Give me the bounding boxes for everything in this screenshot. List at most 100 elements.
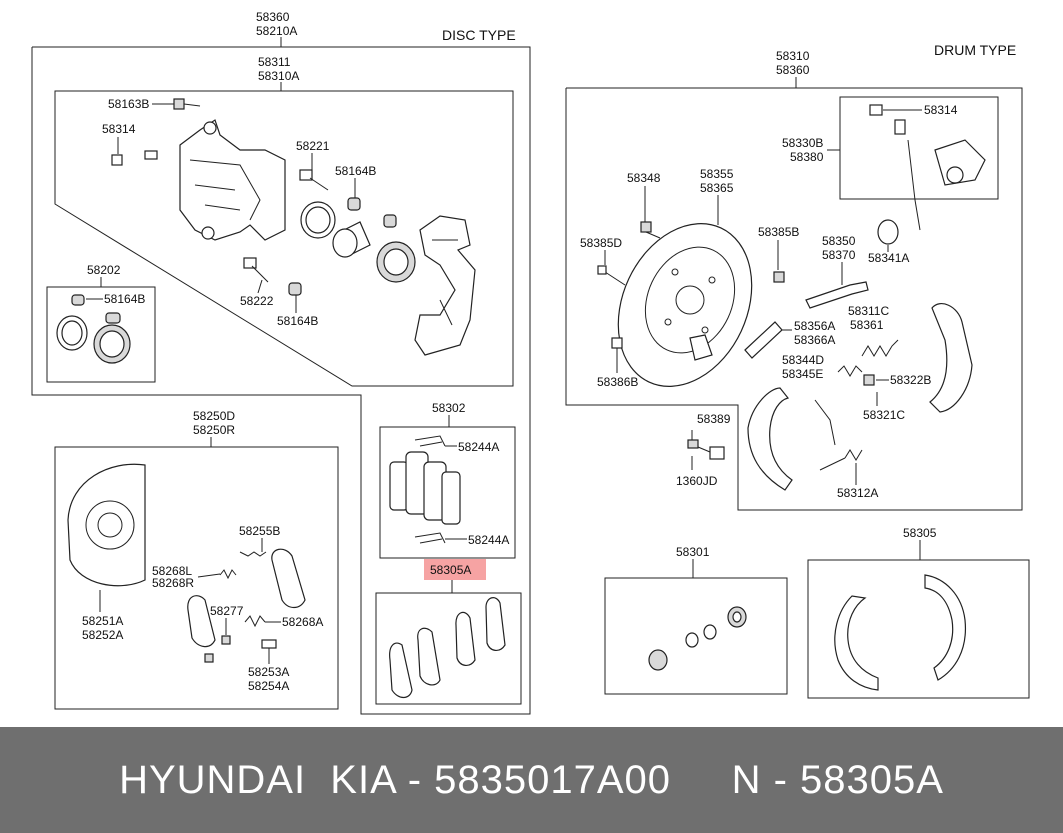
parking-retainer: [204, 653, 214, 663]
label-58301: 58301: [676, 545, 710, 559]
caliper-bracket: [414, 215, 476, 356]
piston-seal-ring: [300, 201, 336, 239]
label-58250D: 58250D: [193, 409, 235, 423]
caliper-frame: [54, 90, 514, 387]
label-1360JD: 1360JD: [676, 474, 718, 488]
boot-58164B-lower: [288, 282, 302, 296]
spring-58344D: [837, 365, 863, 377]
spring-58312A: [814, 399, 863, 471]
label-58221: 58221: [296, 139, 330, 153]
label-58210A: 58210A: [256, 24, 297, 38]
label-58268L: 58268L: [152, 564, 192, 578]
label-58252A: 58252A: [82, 628, 123, 642]
pad-clip-upper: [414, 435, 446, 447]
label-58385B: 58385B: [758, 225, 799, 239]
drum-shoe-right: [929, 303, 973, 413]
drum-type-group: DRUM TYPE 58310 58360 58314 58330B 58380…: [565, 42, 1023, 511]
label-58253A: 58253A: [248, 665, 289, 679]
label-58202: 58202: [87, 263, 121, 277]
label-58244A-lower: 58244A: [468, 533, 509, 547]
drum-backing-plate: [617, 223, 753, 387]
boot-58164B-upper: [347, 197, 397, 228]
part-number-banner: HYUNDAI KIA - 5835017A00 N - 58305A: [0, 727, 1063, 833]
parking-brake-frame: [54, 446, 339, 710]
drum-shoe-set-frame: [807, 559, 1030, 699]
drum-shoe-set: [834, 574, 967, 691]
drum-pin-58385D: [597, 265, 626, 286]
drum-plug-58385B: [773, 271, 785, 283]
label-58311: 58311: [258, 55, 291, 69]
highlight-58305A: [424, 559, 486, 580]
parking-spring-lower: [244, 615, 266, 628]
label-58389: 58389: [697, 412, 731, 426]
seal-kit-58202: [56, 294, 131, 364]
lever-58356A: [744, 321, 783, 359]
drum-frame: [565, 87, 1023, 511]
parking-brake-group: 58250D 58250R 58251A 58252A 58255B 58268…: [54, 409, 339, 710]
piston-boot: [376, 241, 416, 283]
label-58305A: 58305A: [430, 563, 471, 577]
label-58385D: 58385D: [580, 236, 622, 250]
label-58350: 58350: [822, 234, 856, 248]
wheel-cylinder-kit: [648, 606, 747, 671]
label-58164B-lower: 58164B: [277, 314, 318, 328]
label-58164B-upper: 58164B: [335, 164, 376, 178]
caliper-housing: [179, 119, 286, 241]
cylinder-bolt-set: [877, 139, 921, 245]
guide-pin-58221: [299, 169, 329, 191]
label-58361: 58361: [850, 318, 884, 332]
label-58222: 58222: [240, 294, 274, 308]
parking-pin: [221, 635, 231, 645]
label-58255B: 58255B: [239, 524, 280, 538]
shoe-kit-frame: [375, 592, 522, 705]
label-58268A: 58268A: [282, 615, 323, 629]
label-58163B: 58163B: [108, 97, 149, 111]
parking-backing-plate: [67, 463, 146, 587]
label-58341A: 58341A: [868, 251, 909, 265]
label-58302: 58302: [432, 401, 466, 415]
label-58321C: 58321C: [863, 408, 905, 422]
bolt-1360JD: [687, 439, 725, 460]
drum-plug-58386B: [611, 337, 623, 349]
label-58330B: 58330B: [782, 136, 823, 150]
label-58312A: 58312A: [837, 486, 878, 500]
drum-type-label: DRUM TYPE: [934, 42, 1016, 58]
label-58360-drum: 58360: [776, 63, 810, 77]
bolt-58163B: [173, 98, 201, 110]
wheel-cylinder-frame: [839, 96, 999, 200]
label-58360: 58360: [256, 10, 290, 24]
part-number-text: HYUNDAI KIA - 5835017A00 N - 58305A: [119, 757, 944, 802]
label-58345E: 58345E: [782, 367, 823, 381]
bleeder-drum-58314: [869, 104, 906, 135]
label-58254A: 58254A: [248, 679, 289, 693]
label-58370: 58370: [822, 248, 856, 262]
label-58355: 58355: [700, 167, 734, 181]
parts-diagram: DISC TYPE 58360 58210A 58311 58310A 5816…: [31, 10, 1030, 715]
adjuster-58350: [805, 281, 869, 309]
wheel-cylinder-kit-frame: [604, 577, 788, 695]
spring-58311C: [861, 339, 899, 357]
label-58356A: 58356A: [794, 319, 835, 333]
label-58310: 58310: [776, 49, 810, 63]
parking-spring-upper: [239, 551, 267, 557]
label-58365: 58365: [700, 181, 734, 195]
seal-kit-frame: [46, 286, 156, 383]
label-58244A-upper: 58244A: [458, 440, 499, 454]
retainer-58322B: [863, 374, 875, 386]
label-58386B: 58386B: [597, 375, 638, 389]
parking-adjuster: [261, 639, 277, 649]
parking-shoe-kit-58305A: [389, 597, 506, 699]
pad-clip-lower: [414, 532, 446, 544]
wheel-cylinder-kit-group: 58301: [604, 545, 788, 695]
bleeder-58314: [111, 150, 158, 166]
piston: [332, 221, 371, 258]
disc-type-label: DISC TYPE: [442, 27, 516, 43]
drum-bolt-58348: [640, 221, 661, 239]
label-58305: 58305: [903, 526, 937, 540]
label-58322B: 58322B: [890, 373, 931, 387]
label-58164B-kit: 58164B: [104, 292, 145, 306]
label-58344D: 58344D: [782, 353, 824, 367]
disc-type-group: DISC TYPE 58360 58210A 58311 58310A 5816…: [31, 10, 531, 715]
drum-shoe-left: [747, 387, 793, 491]
label-58348: 58348: [627, 171, 661, 185]
